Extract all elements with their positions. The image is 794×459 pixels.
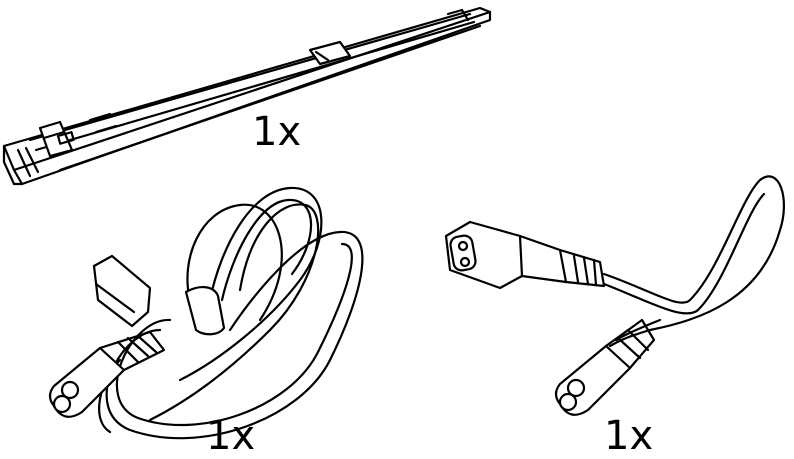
- extension-power-cord-icon: [446, 176, 784, 414]
- rail-quantity-label: 1x: [252, 112, 301, 152]
- coiled-power-cord-icon: [50, 188, 362, 438]
- cord-quantity-label: 1x: [206, 416, 255, 456]
- mounting-rail-icon: [4, 8, 490, 184]
- extension-quantity-label: 1x: [604, 416, 653, 456]
